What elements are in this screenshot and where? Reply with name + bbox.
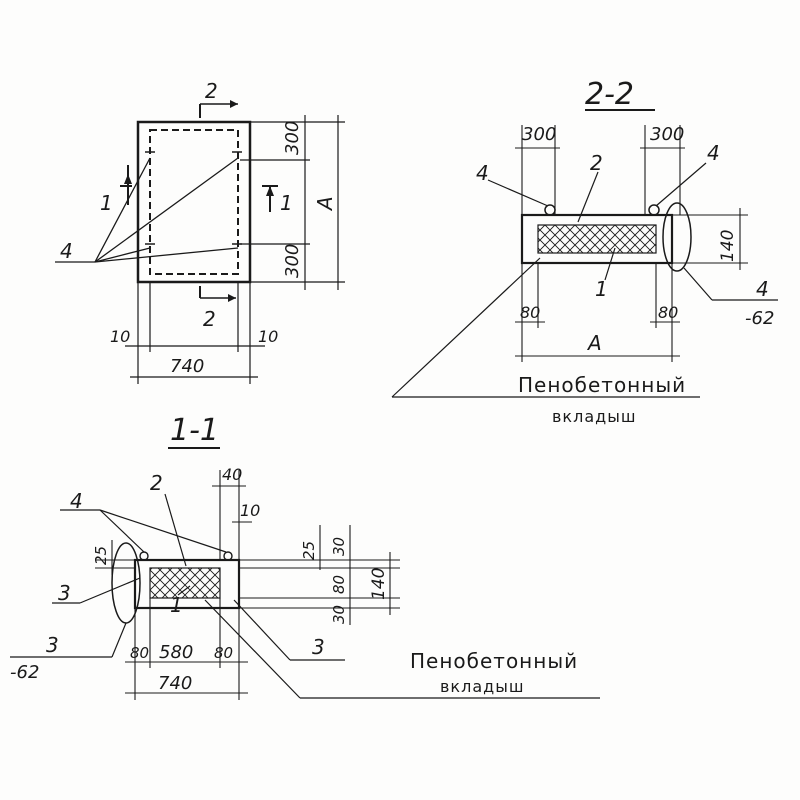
s11-dim-80-vertical: 80: [330, 575, 348, 594]
s11-dim-30-bottom: 30: [330, 605, 348, 624]
s11-dim-740: 740: [158, 673, 192, 694]
s11-dim-10: 10: [240, 501, 260, 520]
s22-dim-80-right: 80: [658, 303, 678, 322]
section-mark-1-left: 1: [100, 191, 113, 215]
s22-label-2: 2: [590, 151, 603, 175]
section-mark-1-right: 1: [280, 191, 293, 215]
s11-label-3-left: 3: [58, 581, 71, 605]
s22-dim-140: 140: [718, 230, 738, 262]
plan-outer-outline: [136, 120, 252, 284]
foam-insert-hatch: [149, 567, 221, 599]
s11-callout-3: 3: [46, 633, 59, 657]
s22-foam-label-line1: Пенобетонный: [518, 373, 686, 397]
s11-foam-label-line1: Пенобетонный: [410, 649, 578, 673]
s11-dim-580: 580: [159, 642, 193, 663]
callout-ellipse: [662, 202, 692, 272]
s22-dim-A: A: [586, 331, 602, 355]
section-1-1-title: 1-1: [170, 413, 219, 448]
s11-dim-80-left: 80: [130, 644, 149, 662]
plan-inner-dashed: [149, 129, 239, 275]
plan-dim-A: A: [313, 196, 337, 212]
leader-4: [94, 247, 239, 263]
s11-dim-25-right: 25: [300, 541, 318, 560]
s11-label-4: 4: [70, 489, 83, 513]
s22-dim-80-left: 80: [520, 303, 540, 322]
leader-4: [94, 157, 151, 263]
section-mark-2-top: 2: [205, 79, 218, 103]
s22-dim-300-left: 300: [522, 124, 556, 145]
plan-dim-10-right: 10: [258, 327, 278, 346]
plan-dim-300-bottom: 300: [282, 244, 303, 278]
s22-callout-4: 4: [756, 277, 769, 301]
s22-dim-300-right: 300: [650, 124, 684, 145]
s11-dim-140: 140: [369, 568, 389, 600]
s22-foam-label-line2: вкладыш: [552, 407, 636, 426]
s11-dim-80-right: 80: [214, 644, 233, 662]
foam-insert-hatch: [537, 224, 657, 254]
s11-label-2: 2: [150, 471, 163, 495]
s11-foam-label-line2: вкладыш: [440, 677, 524, 696]
section-2-2-title: 2-2: [585, 77, 634, 112]
plan-view: 4 2 2 1 1 300 300 A: [55, 79, 345, 384]
s11-callout-minus62: -62: [10, 662, 39, 683]
leader-4: [94, 157, 239, 263]
plan-label-4: 4: [60, 239, 73, 263]
s11-dim-30-top: 30: [330, 537, 348, 556]
s22-callout-minus62: -62: [745, 308, 774, 329]
s11-label-3-right: 3: [312, 635, 325, 659]
section-2-2-body: [520, 213, 674, 265]
section-2-2: 2-2 300 300 4 4 2 1 140: [391, 77, 778, 426]
plan-dim-10-left: 10: [110, 327, 130, 346]
s11-label-1: 1: [170, 593, 183, 617]
section-1-1: 1-1 4 2 40 10 25 25 30 80 30 1: [10, 413, 600, 700]
s22-label-4-left: 4: [476, 161, 489, 185]
s11-dim-40: 40: [222, 465, 242, 484]
leader-4: [94, 247, 151, 263]
s22-label-1: 1: [595, 277, 608, 301]
plan-dim-740: 740: [170, 356, 204, 377]
section-mark-2-bottom: 2: [203, 307, 216, 331]
s11-dim-25-left: 25: [92, 546, 110, 565]
plan-dim-300-top: 300: [282, 121, 303, 155]
s22-label-4-right: 4: [707, 141, 720, 165]
